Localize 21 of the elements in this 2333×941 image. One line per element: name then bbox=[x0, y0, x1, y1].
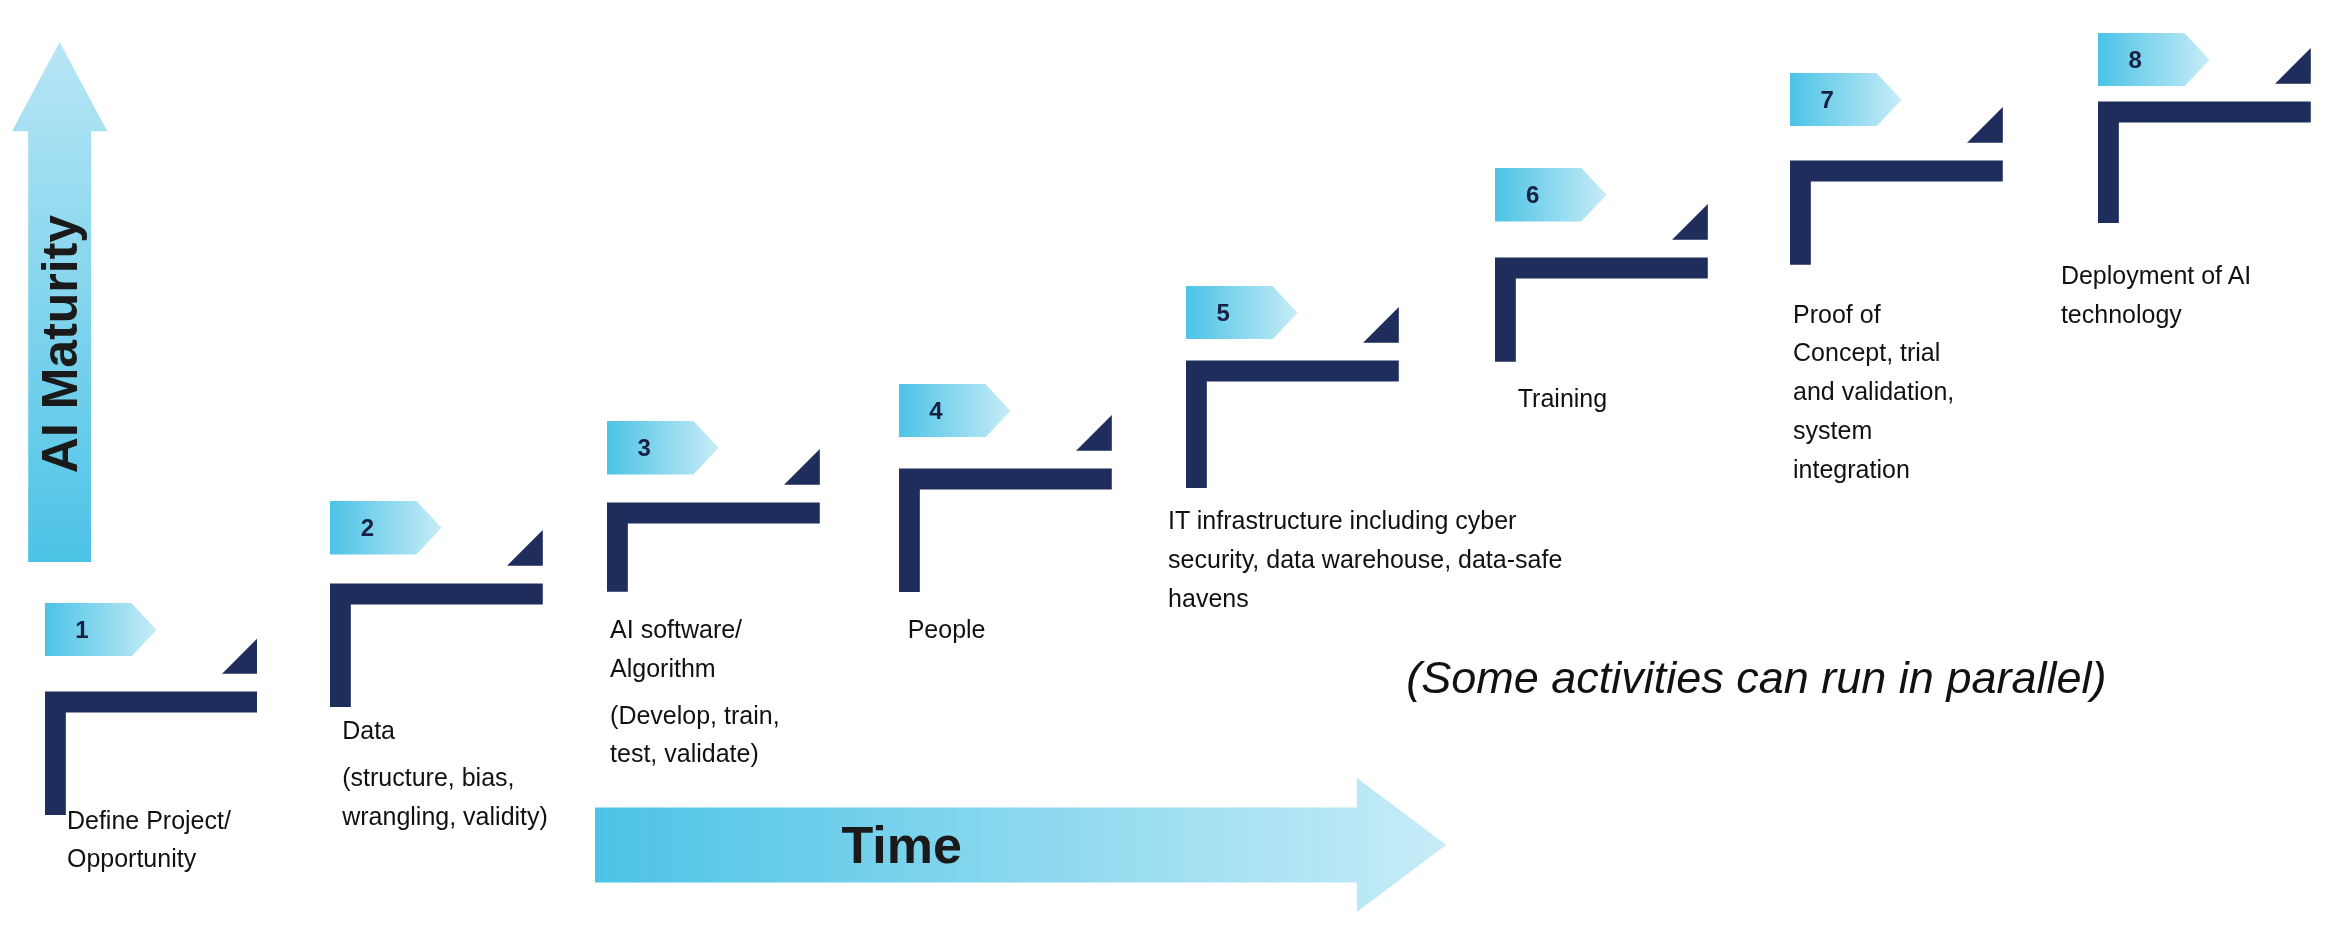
step-number-tag: 2 bbox=[330, 501, 442, 555]
step-description: People bbox=[907, 614, 987, 646]
step-description: (structure, bias, wrangling, validity) bbox=[342, 762, 549, 832]
note-text: (Some activities can run in parallel) bbox=[1406, 651, 2107, 704]
step-description: IT infrastructure including cyber security, data warehouse, data-safe havens bbox=[1168, 505, 1564, 614]
step-number-tag: 4 bbox=[898, 383, 1011, 438]
step-description: Data bbox=[342, 715, 397, 747]
step-number-tag: 5 bbox=[1185, 285, 1298, 340]
step-description: (Develop, train, test, validate) bbox=[610, 699, 781, 770]
step-number-tag: 1 bbox=[44, 602, 157, 657]
step-description: Proof of Concept, trial and validation, system integration bbox=[1793, 298, 1956, 485]
step-number-tag: 7 bbox=[1790, 72, 1902, 127]
step-description: Define Project/ Opportunity bbox=[66, 804, 232, 875]
time-arrow: Time bbox=[595, 778, 1447, 913]
step-description: AI software/ Algorithm bbox=[610, 614, 744, 684]
maturity-arrow: AI Maturity bbox=[11, 41, 108, 563]
step-number-tag: 8 bbox=[2098, 32, 2210, 87]
step-description: Training bbox=[1517, 383, 1609, 415]
step-number-tag: 3 bbox=[607, 421, 719, 475]
step-description: Deployment of AI technology bbox=[2060, 259, 2253, 330]
step-number-tag: 6 bbox=[1495, 168, 1608, 222]
